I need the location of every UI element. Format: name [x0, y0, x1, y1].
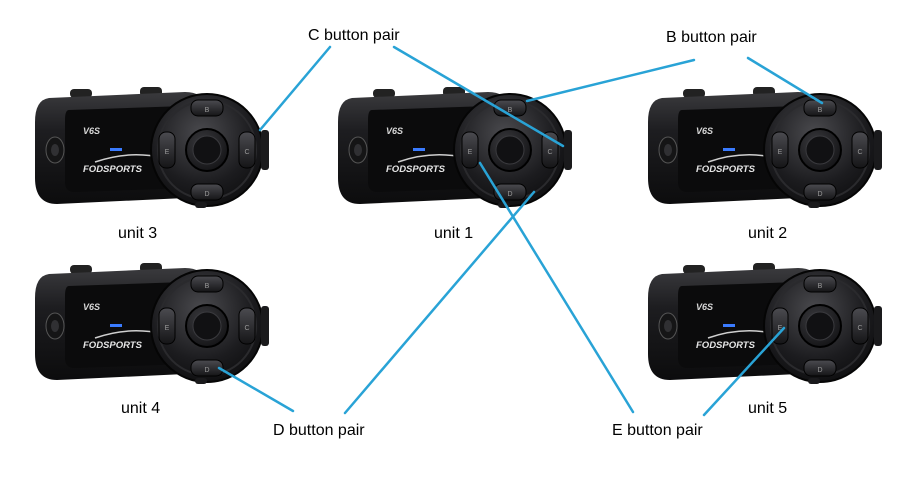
button-letter-top: B	[508, 107, 513, 114]
unit-1-label: unit 1	[434, 225, 474, 242]
e-pair-leader-unit5	[702, 326, 786, 417]
button-letter-right: C	[244, 149, 249, 156]
button-letter-right: C	[857, 149, 862, 156]
e-pair-leader-unit1	[478, 161, 635, 414]
button-letter-top: B	[818, 283, 823, 290]
c-button-pair-callout: C button pair	[308, 27, 400, 44]
intercom-device-unit5: V6S FODSPORTS B D E C	[647, 262, 883, 385]
button-letter-bottom: D	[204, 367, 209, 374]
button-letter-bottom: D	[204, 191, 209, 198]
button-letter-top: B	[205, 283, 210, 290]
b-button-pair-callout: B button pair	[666, 29, 757, 46]
leader-lines	[217, 45, 824, 417]
button-letter-top: B	[818, 107, 823, 114]
d-pair-leader-unit1	[343, 190, 536, 415]
intercom-device-unit1: V6S FODSPORTS B D E C	[337, 86, 573, 209]
button-letter-right: C	[547, 149, 552, 156]
unit-2-label: unit 2	[748, 225, 788, 242]
brand-text: FODSPORTS	[386, 164, 446, 175]
d-pair-leader-unit4	[217, 366, 295, 413]
button-letter-left: E	[468, 149, 473, 156]
d-button-pair-callout: D button pair	[273, 422, 365, 439]
b-pair-leader-unit1	[525, 58, 696, 103]
intercom-device-unit3: V6S FODSPORTS B D E C	[34, 86, 270, 209]
c-pair-leader-unit3	[258, 45, 332, 132]
e-button-pair-callout: E button pair	[612, 422, 703, 439]
model-text: V6S	[83, 126, 100, 136]
button-letter-left: E	[778, 149, 783, 156]
brand-text: FODSPORTS	[83, 340, 143, 351]
model-text: V6S	[83, 302, 100, 312]
button-letter-left: E	[165, 149, 170, 156]
button-letter-right: C	[857, 325, 862, 332]
unit-3-label: unit 3	[118, 225, 158, 242]
b-pair-leader-unit2	[746, 56, 824, 105]
intercom-device-unit4: V6S FODSPORTS B D E C	[34, 262, 270, 385]
unit-5-label: unit 5	[748, 400, 788, 417]
button-letter-left: E	[165, 325, 170, 332]
button-letter-top: B	[205, 107, 210, 114]
button-letter-bottom: D	[507, 191, 512, 198]
brand-text: FODSPORTS	[696, 340, 756, 351]
model-text: V6S	[386, 126, 403, 136]
model-text: V6S	[696, 302, 713, 312]
brand-text: FODSPORTS	[696, 164, 756, 175]
intercom-device-unit2: V6S FODSPORTS B D E C	[647, 86, 883, 209]
button-letter-bottom: D	[817, 191, 822, 198]
button-letter-bottom: D	[817, 367, 822, 374]
brand-text: FODSPORTS	[83, 164, 143, 175]
unit-4-label: unit 4	[121, 400, 161, 417]
button-letter-right: C	[244, 325, 249, 332]
model-text: V6S	[696, 126, 713, 136]
button-letter-left: E	[778, 325, 783, 332]
c-pair-leader-unit1	[392, 45, 565, 148]
